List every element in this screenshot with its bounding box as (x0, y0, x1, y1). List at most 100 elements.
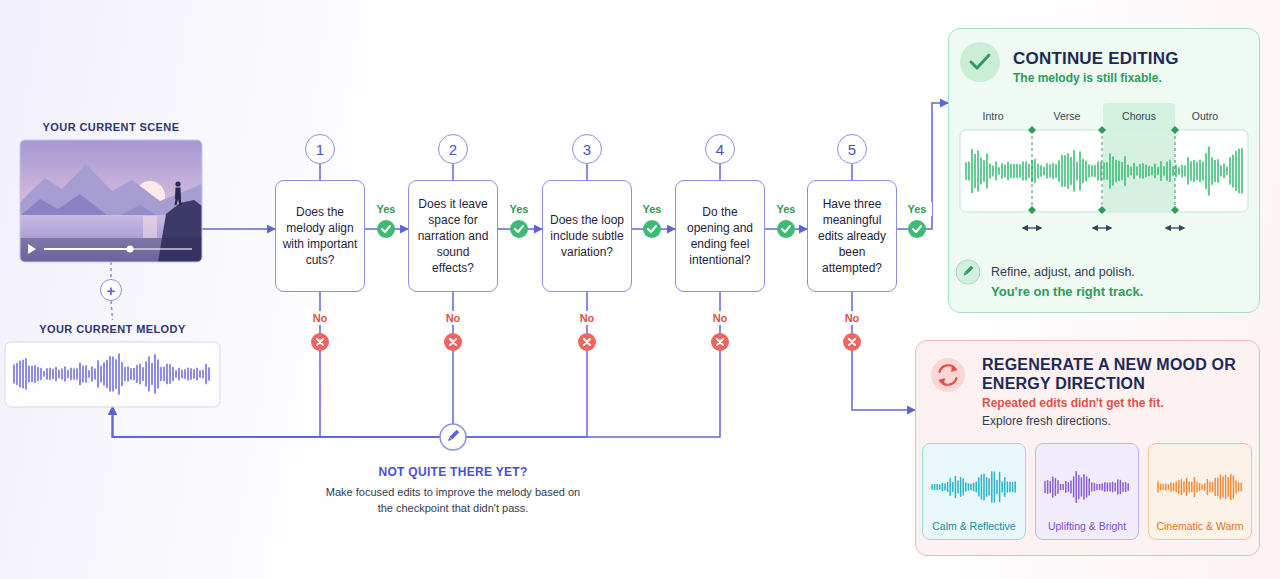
scene-illustration (44, 248, 192, 250)
branch-label: No (705, 311, 735, 325)
branch-label: No (837, 311, 867, 325)
decision-box: Does the melody align with important cut… (275, 180, 365, 292)
scene-illustration (118, 205, 158, 216)
scene-illustration (175, 181, 180, 186)
branch-label: No (305, 311, 335, 325)
flow-arrow (586, 164, 588, 180)
flow-arrow (852, 292, 915, 410)
success-check-icon (960, 42, 1000, 82)
panel-text: The melody is still fixable. (1013, 71, 1253, 86)
dashed-link (111, 301, 113, 320)
cross-icon (444, 333, 462, 351)
check-icon (908, 220, 926, 238)
branch-label: Yes (771, 202, 801, 216)
panel-text: Repeated edits didn't get the fit. (982, 396, 1250, 411)
dashed-link (110, 262, 112, 279)
cross-icon (843, 333, 861, 351)
branch-label: Yes (637, 202, 667, 216)
cross-icon (317, 339, 323, 345)
decision-box: Have three meaningful edits already been… (807, 180, 897, 292)
check-icon (648, 226, 656, 232)
section-waveform (1028, 126, 1179, 214)
decision-box: Does the loop include subtle variation? (542, 180, 632, 292)
pencil-icon (956, 260, 980, 284)
branch-label: Yes (504, 202, 534, 216)
check-icon (510, 220, 528, 238)
refresh-icon (951, 365, 958, 372)
resize-arrow (1093, 227, 1111, 228)
check-icon (777, 220, 795, 238)
pencil-icon (450, 430, 460, 440)
flow-arrow (851, 164, 853, 180)
pencil-icon (440, 424, 466, 450)
cross-icon (450, 339, 456, 345)
refresh-icon (939, 378, 946, 385)
branch-label: Yes (371, 202, 401, 216)
melody-waveform (14, 354, 209, 394)
join-circle: + (100, 279, 122, 301)
panel-text: REGENERATE A NEW MOOD OR ENERGY DIRECTIO… (982, 355, 1250, 393)
success-check-icon (971, 55, 989, 68)
check-icon (382, 226, 390, 232)
cross-icon (444, 333, 462, 351)
pencil-icon (956, 260, 980, 284)
flow-arrow (319, 164, 321, 180)
section-waveform (960, 103, 1248, 214)
decision-question: Do the opening and ending feel intention… (682, 204, 758, 268)
scene-illustration (127, 246, 134, 253)
cross-icon (717, 339, 723, 345)
pencil-icon (447, 437, 452, 442)
callout-number: 3 (583, 142, 591, 157)
cross-icon (711, 333, 729, 351)
check-icon (643, 220, 661, 238)
mood-name: Calm & Reflective (923, 520, 1025, 533)
callout-number: 2 (449, 142, 457, 157)
cross-icon (578, 333, 596, 351)
section-waveform (1032, 130, 1175, 210)
refresh-icon (931, 358, 965, 392)
frame-heading: YOUR CURRENT MELODY (5, 322, 220, 336)
branch-label: No (438, 311, 468, 325)
resize-arrow (1023, 227, 1041, 228)
scene-illustration (175, 188, 181, 200)
section-name: Intro (963, 110, 1023, 123)
check-icon (913, 226, 921, 232)
check-icon (782, 226, 790, 232)
melody-waveform (5, 342, 220, 407)
refresh-icon (931, 358, 965, 392)
pencil-icon (447, 430, 459, 442)
regenerate-panel: REGENERATE A NEW MOOD OR ENERGY DIRECTIO… (915, 340, 1260, 556)
section-waveform (966, 147, 1242, 195)
mood-name: Uplifting & Bright (1036, 520, 1138, 533)
flow-arrow (897, 103, 948, 229)
decision-question: Does the melody align with important cut… (282, 204, 358, 268)
pencil-icon (965, 266, 974, 275)
section-name: Verse (1037, 110, 1097, 123)
panel-text: You're on the right track. (991, 284, 1251, 300)
scene-illustration (44, 248, 130, 250)
check-icon (377, 220, 395, 238)
cross-icon (311, 333, 861, 351)
decision-question: Have three meaningful edits already been… (814, 196, 890, 276)
panel-text: Explore fresh directions. (982, 414, 1250, 429)
scene-illustration (143, 216, 157, 238)
section-name: Chorus (1109, 110, 1169, 123)
callout-number: 5 (848, 142, 856, 157)
check-icon (777, 220, 795, 238)
note-heading: NOT QUITE THERE YET? (323, 465, 583, 480)
note-text: Make focused edits to improve the melody… (323, 484, 583, 516)
cross-icon (711, 333, 729, 351)
flow-arrow (452, 164, 454, 180)
cross-icon (578, 333, 596, 351)
pencil-icon (962, 266, 973, 277)
scene-illustration (20, 238, 202, 262)
panel-text: Refine, adjust, and polish. (991, 265, 1251, 280)
scene-illustration (20, 194, 108, 216)
scene-illustration (20, 140, 202, 262)
step-number: 2 (438, 134, 468, 164)
section-name: Outro (1175, 110, 1235, 123)
plus-sign: + (107, 283, 116, 298)
resize-arrow (1166, 227, 1184, 228)
